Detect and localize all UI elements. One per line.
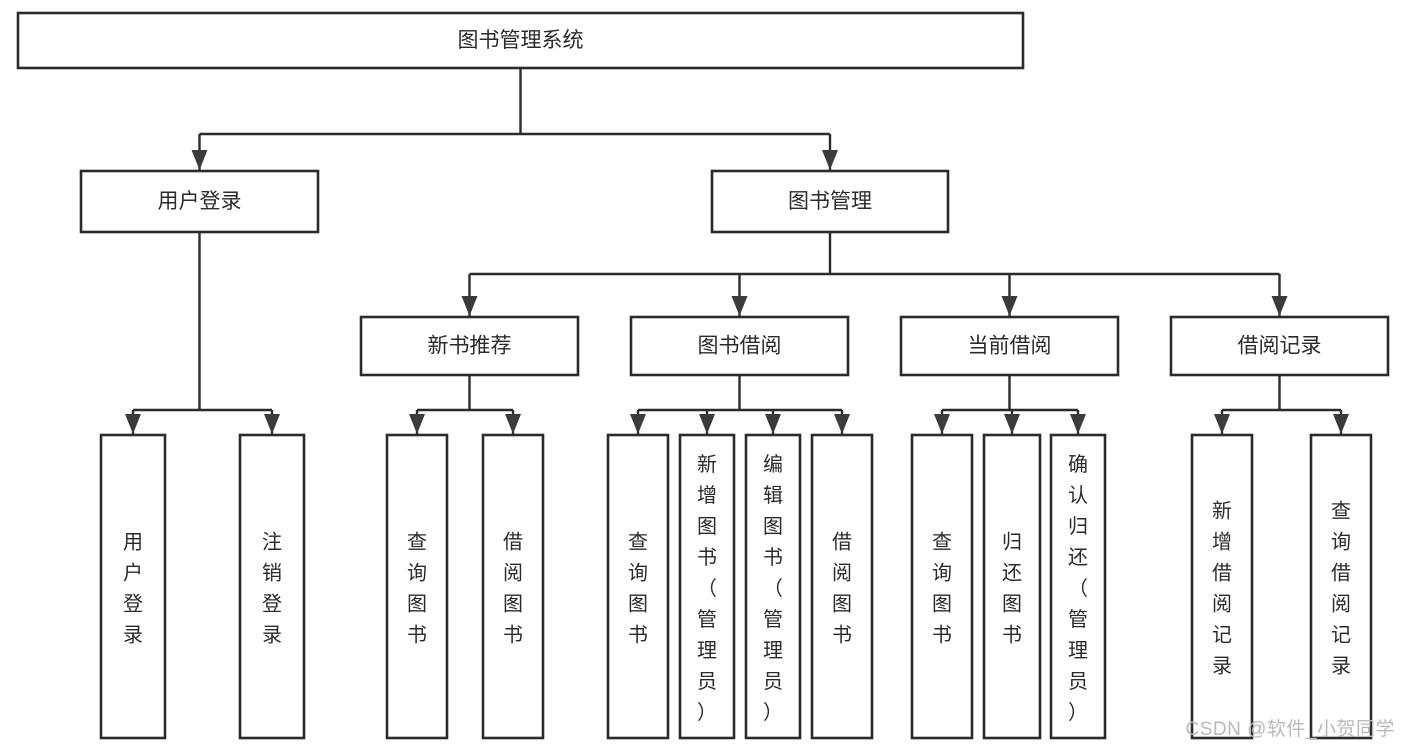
node-box-leaf-query-book-borrow [606, 433, 670, 740]
node-label-leaf-query-borrow-record: 查询借阅记录 [1331, 500, 1351, 678]
arrow-head-icon [1004, 414, 1020, 434]
arrow-head-icon [1214, 414, 1230, 434]
node-box-leaf-add-book-admin [678, 433, 736, 740]
node-book-borrow[interactable]: 图书借阅 [629, 315, 850, 377]
arrow-head-icon [1333, 414, 1349, 434]
node-label-leaf-borrow-book: 借阅图书 [832, 531, 852, 647]
node-box-user-login [79, 169, 320, 234]
node-box-current-borrow [899, 315, 1120, 377]
arrow-head-icon [731, 296, 748, 316]
node-box-leaf-user-login [99, 433, 167, 740]
node-label-leaf-add-borrow-record: 新增借阅记录 [1212, 500, 1232, 678]
node-box-leaf-query-book-cur [910, 433, 974, 740]
diagram-nodes-layer: 图书管理系统用户登录图书管理新书推荐图书借阅当前借阅借阅记录用户登录注销登录查询… [16, 11, 1390, 740]
node-leaf-return-book[interactable]: 归还图书 [982, 433, 1042, 740]
node-label-leaf-query-book-borrow: 查询图书 [628, 531, 648, 647]
node-leaf-query-book-rec[interactable]: 查询图书 [385, 433, 449, 740]
node-user-login[interactable]: 用户登录 [79, 169, 320, 234]
node-leaf-add-book-admin[interactable]: 新增图书（管理员） [678, 433, 736, 740]
node-box-new-book-recommend [359, 315, 580, 377]
node-box-borrow-record [1169, 315, 1390, 377]
node-label-leaf-user-login: 用户登录 [123, 532, 143, 647]
node-box-leaf-return-book [982, 433, 1042, 740]
node-box-leaf-query-borrow-record [1309, 433, 1373, 740]
arrow-head-icon [1070, 414, 1086, 434]
node-new-book-recommend[interactable]: 新书推荐 [359, 315, 580, 377]
arrow-head-icon [699, 414, 715, 434]
arrow-head-icon [125, 414, 141, 434]
node-current-borrow[interactable]: 当前借阅 [899, 315, 1120, 377]
node-label-book-manage: 图书管理 [788, 190, 872, 213]
arrow-head-icon [264, 414, 280, 434]
arrow-head-icon [1001, 296, 1018, 316]
arrow-head-icon [409, 414, 425, 434]
arrow-head-icon [834, 414, 850, 434]
arrow-head-icon [934, 414, 950, 434]
node-label-leaf-confirm-return-admin: 确认归还（管理员） [1068, 453, 1088, 724]
node-label-leaf-add-book-admin: 新增图书（管理员） [697, 453, 717, 724]
node-box-leaf-borrow-book [810, 433, 874, 740]
node-leaf-borrow-book[interactable]: 借阅图书 [810, 433, 874, 740]
node-box-root [16, 11, 1025, 70]
node-leaf-query-book-borrow[interactable]: 查询图书 [606, 433, 670, 740]
node-leaf-add-borrow-record[interactable]: 新增借阅记录 [1190, 433, 1254, 740]
node-box-leaf-confirm-return-admin [1049, 433, 1107, 740]
node-label-root: 图书管理系统 [458, 29, 584, 52]
node-label-leaf-edit-book-admin: 编辑图书（管理员） [763, 453, 783, 724]
node-leaf-confirm-return-admin[interactable]: 确认归还（管理员） [1049, 433, 1107, 740]
node-label-leaf-borrow-book-rec: 借阅图书 [503, 531, 523, 647]
node-leaf-user-login[interactable]: 用户登录 [99, 433, 167, 740]
arrow-head-icon [461, 296, 478, 316]
node-label-leaf-query-book-rec: 查询图书 [407, 531, 427, 647]
arrow-head-icon [505, 414, 521, 434]
node-label-borrow-record: 借阅记录 [1238, 335, 1322, 358]
arrow-head-icon [630, 414, 646, 434]
node-box-leaf-user-logout [238, 433, 306, 740]
node-leaf-query-borrow-record[interactable]: 查询借阅记录 [1309, 433, 1373, 740]
node-label-current-borrow: 当前借阅 [968, 335, 1052, 358]
arrow-head-icon [765, 414, 781, 434]
node-borrow-record[interactable]: 借阅记录 [1169, 315, 1390, 377]
node-box-leaf-query-book-rec [385, 433, 449, 740]
connector-edges-layer [125, 68, 1349, 434]
arrow-head-icon [822, 150, 838, 170]
node-label-book-borrow: 图书借阅 [698, 335, 782, 358]
node-label-leaf-return-book: 归还图书 [1002, 531, 1022, 647]
node-box-leaf-edit-book-admin [744, 433, 802, 740]
node-root[interactable]: 图书管理系统 [16, 11, 1025, 70]
node-box-book-manage [710, 169, 950, 234]
node-label-user-login: 用户登录 [158, 190, 242, 213]
node-box-leaf-borrow-book-rec [481, 433, 545, 740]
node-box-book-borrow [629, 315, 850, 377]
node-leaf-user-logout[interactable]: 注销登录 [238, 433, 306, 740]
arrow-head-icon [1271, 296, 1288, 316]
node-label-leaf-query-book-cur: 查询图书 [932, 531, 952, 647]
arrow-head-icon [191, 150, 208, 170]
node-label-leaf-user-logout: 注销登录 [262, 531, 282, 647]
node-leaf-query-book-cur[interactable]: 查询图书 [910, 433, 974, 740]
node-leaf-edit-book-admin[interactable]: 编辑图书（管理员） [744, 433, 802, 740]
node-leaf-borrow-book-rec[interactable]: 借阅图书 [481, 433, 545, 740]
node-box-leaf-add-borrow-record [1190, 433, 1254, 740]
node-label-new-book-recommend: 新书推荐 [428, 335, 512, 358]
node-book-manage[interactable]: 图书管理 [710, 169, 950, 234]
